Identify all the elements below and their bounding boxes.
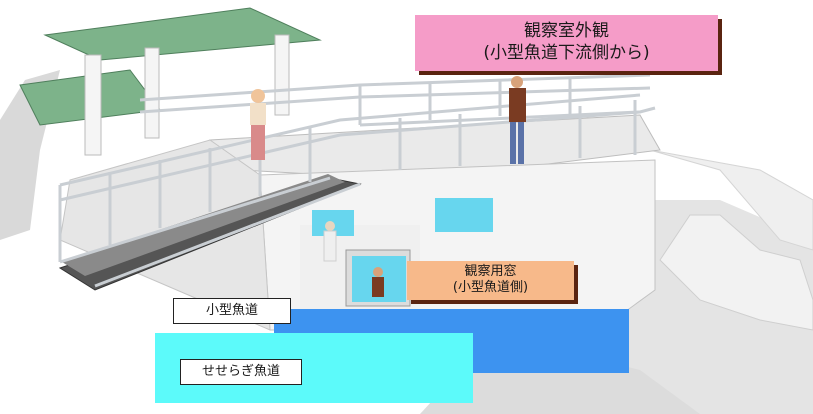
person-on-walkway	[250, 89, 266, 160]
roof-shelter-top	[43, 7, 322, 61]
roof-pillar	[84, 54, 102, 156]
person-on-deck	[509, 76, 526, 164]
far-right-wall	[649, 149, 813, 251]
right-steps	[659, 214, 813, 331]
small-fishway-label: 小型魚道	[173, 298, 291, 324]
walkway-deck-surface	[62, 174, 345, 276]
observation-window-label: 観察用窓 (小型魚道側)	[407, 261, 574, 300]
roof-pillar	[274, 34, 290, 116]
title-line-1: 観察室外観	[524, 21, 609, 41]
person-in-window	[372, 267, 384, 297]
person-in-upper-window	[323, 221, 337, 262]
seseragi-fishway-label: せせらぎ魚道	[180, 359, 302, 385]
roof-pillar	[144, 47, 160, 139]
window-label-line-2: (小型魚道側)	[452, 280, 529, 295]
railings	[58, 73, 656, 288]
window-label-line-1: 観察用窓	[464, 264, 517, 279]
title-label: 観察室外観 (小型魚道下流側から)	[415, 15, 718, 71]
title-line-2: (小型魚道下流側から)	[483, 43, 650, 63]
upper-window	[435, 198, 493, 232]
